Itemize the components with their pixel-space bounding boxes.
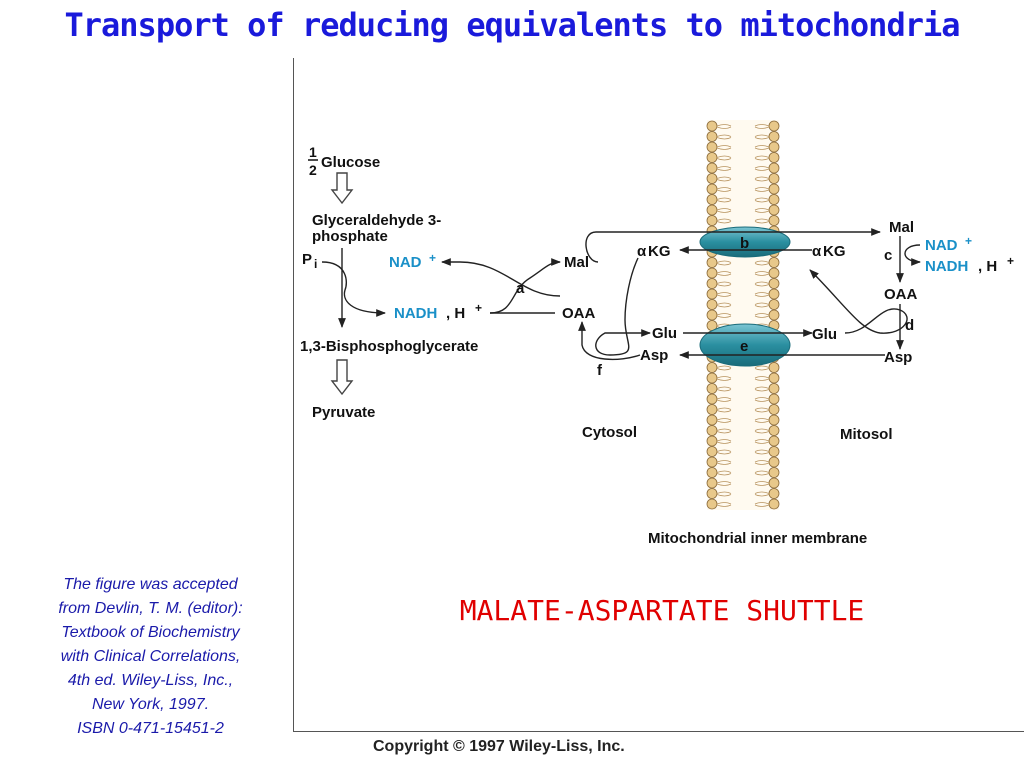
enzyme-b-label: b	[740, 235, 749, 252]
arrow-a-nad	[441, 258, 561, 297]
membrane-label: Mitochondrial inner membrane	[648, 530, 867, 547]
oaa-matrix-label: OAA	[884, 286, 918, 303]
slide-title: Transport of reducing equivalents to mit…	[64, 6, 960, 44]
half-numerator: 1	[309, 144, 317, 160]
pi-label: P	[302, 251, 312, 268]
citation-line: 4th ed. Wiley-Liss, Inc.,	[67, 672, 234, 689]
g3p-label-line2: phosphate	[312, 228, 388, 245]
cytosol-label: Cytosol	[582, 424, 637, 441]
g3p-label-line1: Glyceraldehyde 3-	[312, 212, 441, 229]
glu-cytosol-label: Glu	[652, 325, 677, 342]
mal-matrix-label: Mal	[889, 219, 914, 236]
oaa-cytosol-label: OAA	[562, 305, 596, 322]
citation-line: ISBN 0-471-15451-2	[77, 720, 224, 737]
enzyme-a-label: a	[516, 280, 525, 297]
glucose-label: Glucose	[321, 154, 380, 171]
citation: The figure was accepted from Devlin, T. …	[28, 573, 273, 741]
copyright: Copyright © 1997 Wiley-Liss, Inc.	[373, 738, 625, 755]
citation-line: New York, 1997.	[91, 696, 210, 713]
enzyme-f-label: f	[597, 362, 603, 379]
akg-matrix-label: KG	[823, 243, 846, 260]
figure-frame	[293, 58, 1024, 732]
arrow-a-mal	[489, 258, 561, 314]
arrow-glu-akg-matrix	[809, 269, 908, 334]
arrow-mal-transport	[585, 228, 881, 263]
citation-line: The figure was accepted	[63, 576, 238, 593]
half-denominator: 2	[309, 162, 317, 178]
arrow-nad-nadh-matrix	[904, 244, 921, 266]
citation-line: Textbook of Biochemistry	[61, 624, 240, 641]
nad-plus-sign: +	[429, 251, 436, 265]
mitochondrial-membrane	[706, 120, 780, 510]
nad-matrix-label: NAD	[925, 237, 958, 254]
h-plus-matrix-label: , H	[978, 258, 997, 275]
nad-matrix-plus: +	[965, 234, 972, 248]
asp-matrix-label: Asp	[884, 349, 912, 366]
enzyme-e-label: e	[740, 338, 748, 355]
hollow-arrow-pyruvate	[330, 359, 354, 396]
nadh-label: NADH	[394, 305, 437, 322]
alpha-cytosol: α	[637, 243, 647, 260]
mitosol-label: Mitosol	[840, 426, 893, 443]
akg-cytosol-label: KG	[648, 243, 671, 260]
citation-line: with Clinical Correlations,	[60, 648, 241, 665]
nadh-matrix-label: NADH	[925, 258, 968, 275]
enzyme-d-label: d	[905, 317, 914, 334]
shuttle-caption: MALATE-ASPARTATE SHUTTLE	[459, 594, 865, 627]
h-plus-matrix-sign: +	[1007, 254, 1014, 268]
bpg-label: 1,3-Bisphosphoglycerate	[300, 338, 478, 355]
alpha-matrix: α	[812, 243, 822, 260]
nad-label: NAD	[389, 254, 422, 271]
pathway-arrows	[321, 172, 921, 396]
arrow-nad-nadh	[321, 261, 386, 317]
citation-line: from Devlin, T. M. (editor):	[58, 600, 243, 617]
arrow-akg-glu-cytosol	[595, 257, 651, 356]
h-plus-sign: +	[475, 301, 482, 315]
asp-cytosol-label: Asp	[640, 347, 668, 364]
mal-cytosol-label: Mal	[564, 254, 589, 271]
enzyme-c-label: c	[884, 247, 892, 264]
pi-subscript: i	[314, 257, 317, 271]
hollow-arrow-glucose	[330, 172, 354, 205]
h-plus-label: , H	[446, 305, 465, 322]
arrow-asp-oaa-cytosol	[578, 321, 641, 361]
glu-matrix-label: Glu	[812, 326, 837, 343]
pyruvate-label: Pyruvate	[312, 404, 375, 421]
